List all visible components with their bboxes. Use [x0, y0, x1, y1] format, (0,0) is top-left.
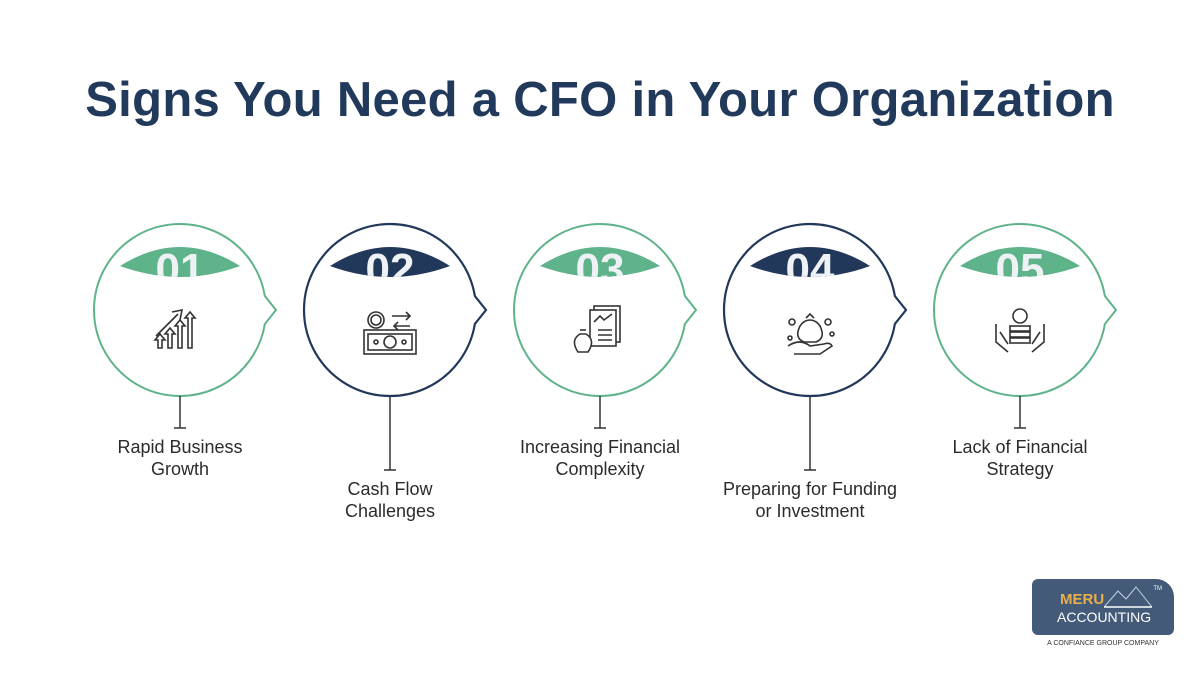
meru-accounting-logo: MERU TM ACCOUNTING: [1032, 579, 1174, 635]
label-line-1: Increasing Financial: [519, 437, 681, 457]
step-circle: 01: [93, 223, 278, 429]
step-number: 04: [786, 245, 835, 294]
logo-text-accounting: ACCOUNTING: [1057, 609, 1152, 625]
step-circle: 03: [513, 223, 698, 429]
label-line-1: Preparing for Funding: [722, 479, 898, 499]
growth-chart-icon: [153, 308, 197, 349]
page-title: Signs You Need a CFO in Your Organizatio…: [85, 73, 1115, 127]
logo-trademark: TM: [1153, 586, 1162, 592]
step-circle: 02: [302, 222, 488, 471]
financial-report-icon: [573, 305, 621, 353]
label-line-2: Growth: [150, 459, 210, 479]
label-line-1: Cash Flow: [347, 479, 433, 499]
mountain-icon: [1104, 586, 1153, 608]
funding-hand-icon: [787, 312, 835, 355]
coin-hands-icon: [995, 308, 1045, 353]
step-number: 01: [156, 245, 205, 294]
logo-tagline: A CONFIANCE GROUP COMPANY: [1047, 640, 1159, 647]
cash-flow-icon: [363, 311, 417, 355]
logo-text-meru: MERU: [1060, 591, 1105, 608]
step-circle: 05: [933, 223, 1118, 429]
step-circle: 04: [722, 222, 908, 471]
step-number: 05: [996, 245, 1045, 294]
label-line-2: Challenges: [344, 501, 436, 521]
label-line-1: Lack of Financial: [952, 437, 1088, 457]
label-line-1: Rapid Business: [117, 437, 243, 457]
label-line-2: or Investment: [755, 501, 865, 521]
step-number: 03: [576, 245, 625, 294]
step-number: 02: [366, 245, 415, 294]
label-line-2: Complexity: [555, 459, 645, 479]
label-line-2: Strategy: [986, 459, 1054, 479]
